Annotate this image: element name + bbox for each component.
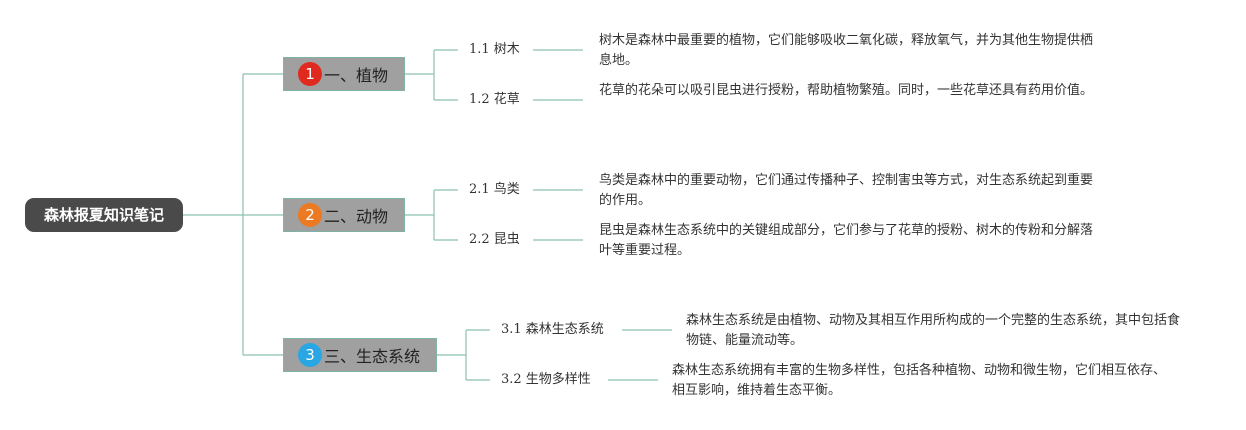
number-badge-3: 3 <box>298 343 322 367</box>
branch-node-ecosystem[interactable]: 3 三、生态系统 <box>283 338 437 372</box>
branch-label: 二、动物 <box>324 207 389 226</box>
sub-node-3-1[interactable]: 3.1 森林生态系统 <box>501 322 604 337</box>
branch-node-animals[interactable]: 2 二、动物 <box>283 198 405 232</box>
sub-node-1-2[interactable]: 1.2 花草 <box>469 92 520 107</box>
sub-node-1-1[interactable]: 1.1 树木 <box>469 42 520 57</box>
note-2-2: 昆虫是森林生态系统中的关键组成部分，它们参与了花草的授粉、树木的传粉和分解落叶等… <box>599 223 1094 258</box>
branch-node-plants[interactable]: 1 一、植物 <box>283 57 405 91</box>
root-node-label: 森林报夏知识笔记 <box>43 206 164 224</box>
note-3-2: 森林生态系统拥有丰富的生物多样性，包括各种植物、动物和微生物，它们相互依存、相互… <box>672 363 1167 398</box>
note-1-1: 树木是森林中最重要的植物，它们能够吸收二氧化碳，释放氧气，并为其他生物提供栖息地… <box>599 33 1094 68</box>
note-2-1: 鸟类是森林中的重要动物，它们通过传播种子、控制害虫等方式，对生态系统起到重要的作… <box>599 173 1094 208</box>
number-badge-2: 2 <box>298 203 322 227</box>
sub-node-2-1[interactable]: 2.1 鸟类 <box>469 182 520 197</box>
note-3-1: 森林生态系统是由植物、动物及其相互作用所构成的一个完整的生态系统，其中包括食物链… <box>686 313 1181 348</box>
sub-node-3-2[interactable]: 3.2 生物多样性 <box>501 372 591 387</box>
sub-node-2-2[interactable]: 2.2 昆虫 <box>469 232 520 247</box>
note-1-2: 花草的花朵可以吸引昆虫进行授粉，帮助植物繁殖。同时，一些花草还具有药用价值。 <box>599 83 1094 98</box>
root-node[interactable]: 森林报夏知识笔记 <box>25 198 183 232</box>
branch-label: 一、植物 <box>324 66 389 85</box>
branch-label: 三、生态系统 <box>324 347 421 366</box>
number-badge-1: 1 <box>298 62 322 86</box>
